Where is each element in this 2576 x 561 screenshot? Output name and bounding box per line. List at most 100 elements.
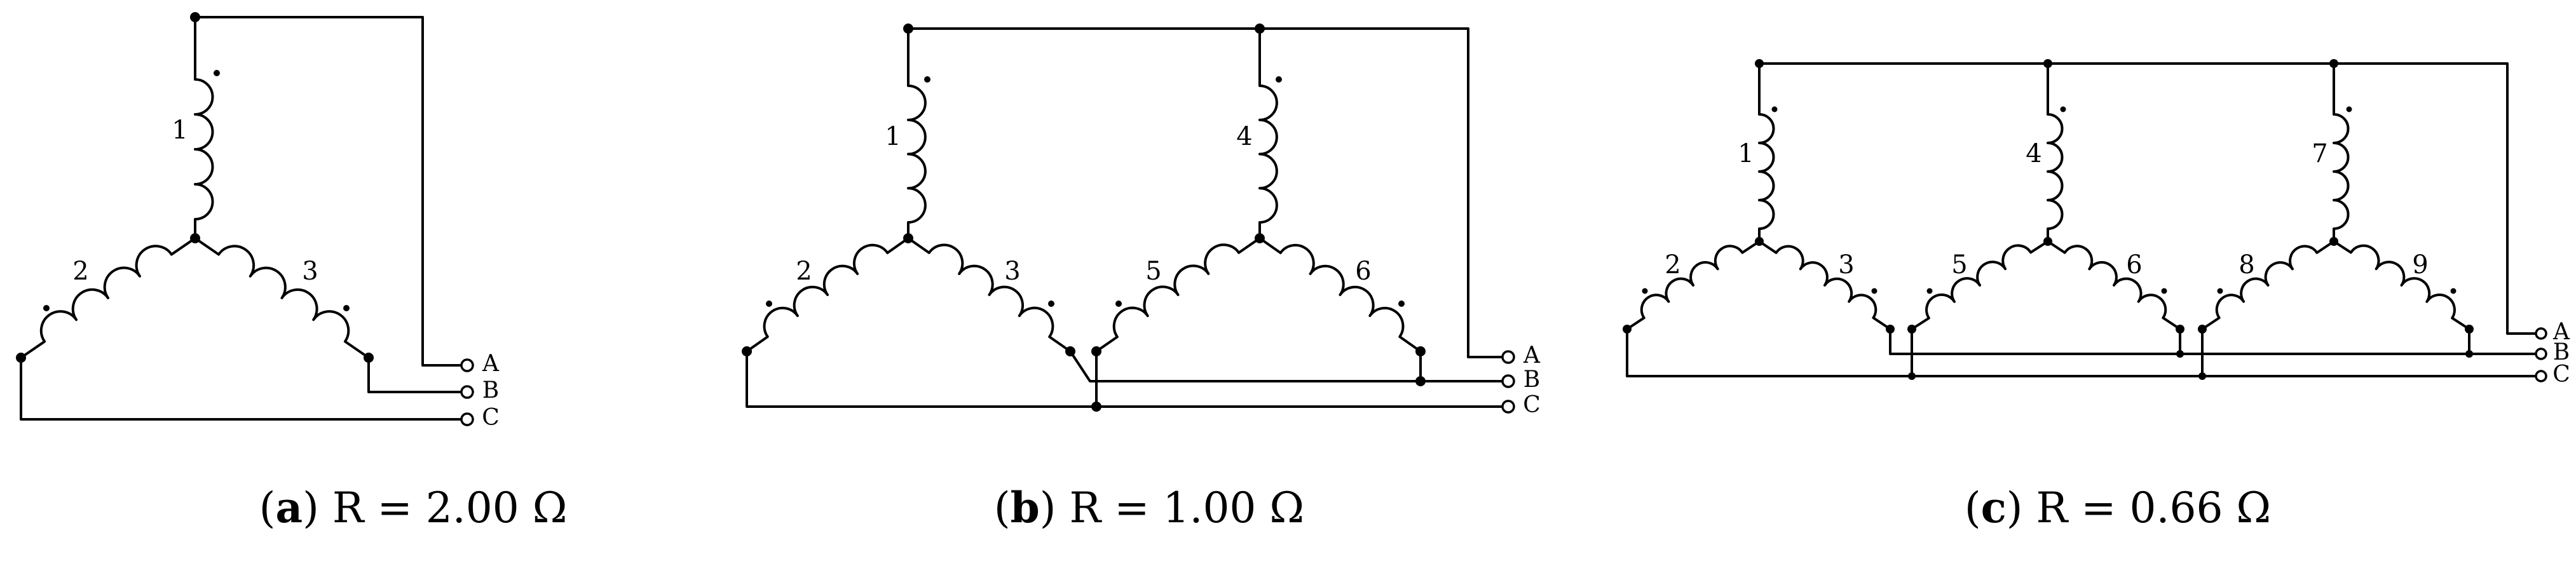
caption-a: (a) R = 2.00 Ω [259, 483, 568, 532]
junction-dot [1091, 402, 1101, 412]
coil-8 [2201, 240, 2335, 330]
coil-3 [1758, 240, 1891, 330]
terminal-b [2535, 348, 2547, 360]
coil-label-7: 7 [2312, 139, 2327, 168]
coil-5 [1911, 240, 2049, 330]
coil-2 [1626, 240, 1761, 330]
polarity-dot [2161, 288, 2167, 294]
polarity-dot [1115, 301, 1122, 307]
coil-6 [2047, 240, 2181, 330]
polarity-dot [2346, 106, 2352, 112]
coil-6 [1258, 237, 1422, 353]
coil-label-9: 9 [2412, 250, 2428, 280]
junction-dot [2198, 372, 2206, 380]
junction-dot [2465, 350, 2473, 358]
caption-b-letter: b [1011, 483, 1040, 532]
terminal-label-b: B [482, 377, 499, 403]
coil-label-3: 3 [1004, 257, 1020, 286]
wire-a [907, 27, 1504, 358]
terminal-label-a: A [1523, 342, 1541, 368]
terminal-c [1501, 400, 1515, 414]
polarity-dot [766, 301, 772, 307]
polarity-dot [214, 70, 220, 76]
terminal-label-b: B [1523, 367, 1540, 393]
wire-c [1626, 328, 2537, 377]
star-point-dot [903, 233, 913, 243]
polarity-dot [343, 305, 350, 311]
terminal-label-b: B [2553, 339, 2570, 365]
terminal-a [460, 358, 474, 372]
coil-label-5: 5 [1145, 257, 1161, 286]
star-point-dot [1755, 237, 1764, 246]
polarity-dot [2217, 288, 2223, 294]
star-point-dot [1255, 233, 1265, 243]
coil-label-6: 6 [2126, 250, 2142, 280]
wire-b [367, 356, 463, 393]
coil-label-4: 4 [2026, 139, 2041, 168]
junction-dot [1908, 372, 1916, 380]
caption-c: (c) R = 0.66 Ω [1965, 483, 2271, 532]
wire-c [20, 356, 463, 421]
caption-b-text: R = 1.00 Ω [1070, 483, 1305, 532]
polarity-dot [1398, 301, 1405, 307]
polarity-dot [1871, 288, 1877, 294]
coil-1 [907, 70, 927, 238]
coil-1 [194, 60, 214, 238]
caption-c-letter: c [1981, 483, 2007, 532]
coil-label-8: 8 [2239, 250, 2254, 280]
terminal-c [2535, 370, 2547, 382]
caption-c-text: R = 0.66 Ω [2036, 483, 2272, 532]
coil-label-4: 4 [1236, 122, 1252, 151]
coil-label-1: 1 [172, 116, 187, 145]
terminal-a [2535, 327, 2547, 340]
coil-3 [907, 237, 1072, 353]
coil-7 [2333, 102, 2350, 241]
coil-1 [1758, 102, 1775, 241]
coil-label-2: 2 [796, 257, 812, 286]
coil-label-6: 6 [1355, 257, 1371, 286]
coil-4 [2047, 102, 2064, 241]
polarity-dot [1048, 301, 1054, 307]
star-point-dot [2043, 237, 2052, 246]
coil-label-3: 3 [1838, 250, 1854, 280]
coil-label-5: 5 [1951, 250, 1967, 280]
caption-b: (b) R = 1.00 Ω [994, 483, 1304, 532]
polarity-dot [2060, 106, 2066, 112]
coil-2 [20, 237, 196, 359]
coil-4 [1258, 70, 1278, 238]
junction-dot [1415, 376, 1426, 386]
coil-label-2: 2 [72, 257, 88, 286]
wire-b [1889, 328, 2537, 355]
coil-9 [2333, 240, 2470, 330]
coil-label-1: 1 [1738, 139, 1754, 168]
caption-a-text: R = 2.00 Ω [332, 483, 568, 532]
wire-a [194, 16, 463, 367]
terminal-label-a: A [482, 351, 500, 377]
terminal-b [460, 385, 474, 399]
junction-dot [2176, 350, 2184, 358]
caption-a-letter: a [275, 483, 303, 532]
terminal-a [1501, 350, 1515, 364]
coil-5 [1095, 237, 1261, 353]
terminal-label-a: A [2552, 319, 2570, 345]
coil-label-2: 2 [1665, 250, 1680, 280]
polarity-dot [43, 305, 50, 311]
coil-label-3: 3 [302, 257, 318, 286]
polarity-dot [1276, 76, 1282, 83]
polarity-dot [2450, 288, 2457, 294]
terminal-c [460, 412, 474, 426]
coil-3 [194, 237, 370, 359]
wire-c [746, 350, 1504, 408]
polarity-dot [924, 76, 930, 83]
polarity-dot [1642, 288, 1648, 294]
polarity-dot [1771, 106, 1778, 112]
star-point-dot [2329, 237, 2338, 246]
wire-b-link [1069, 350, 1422, 382]
polarity-dot [1926, 288, 1933, 294]
coil-label-1: 1 [885, 122, 901, 151]
